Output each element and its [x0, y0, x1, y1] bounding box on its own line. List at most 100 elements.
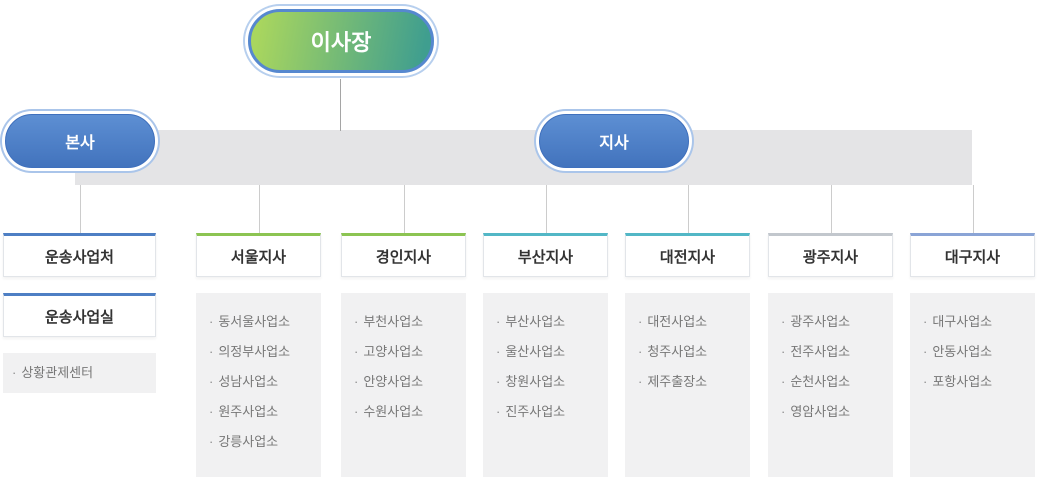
bullet-icon: ·: [209, 314, 214, 329]
bullet-icon: ·: [354, 404, 359, 419]
bullet-icon: ·: [12, 365, 17, 380]
office-list: · 동서울사업소 · 의정부사업소 · 성남사업소 ·원주사업소·강릉사업소: [196, 293, 321, 477]
org-column-gyeongin-branch: 경인지사 · 부천사업소 · 고양사업소 · 안양사업소 · 수원사업소: [341, 233, 466, 477]
bullet-icon: ·: [496, 344, 501, 359]
office-item: ·울산사업소: [496, 337, 604, 367]
office-list: · 부천사업소 · 고양사업소 · 안양사업소 · 수원사업소: [341, 293, 466, 477]
org-column-daejeon-branch: 대전지사 · 대전사업소 · 청주사업소 · 제주출장소: [625, 233, 750, 477]
department-header: 운송사업실: [3, 293, 156, 337]
root-connector-line: [340, 79, 341, 131]
office-item: · 상황관제센터: [12, 359, 152, 387]
bullet-icon: ·: [354, 314, 359, 329]
office-item: · 순천사업소: [781, 367, 889, 397]
office-item: · 진주사업소: [496, 397, 604, 427]
org-column-seoul-branch: 서울지사 · 동서울사업소 · 의정부사업소 · 성남사업소 ·원주사업소·강릉사업소: [196, 233, 321, 477]
branches-node: 지사: [539, 114, 689, 168]
org-column-busan-branch: 부산지사·부산사업소·울산사업소·창원사업소·진주사업소: [483, 233, 608, 477]
office-item-label: 전주사업소: [790, 344, 851, 359]
bullet-icon: ·: [923, 344, 928, 359]
org-column-daegu-branch: 대구지사·대구사업소·안동사업소·포항사업소: [910, 233, 1035, 477]
department-header: 부산지사: [483, 233, 608, 277]
bullet-icon: ·: [781, 314, 786, 329]
office-item-label: 의정부사업소: [218, 344, 291, 359]
office-item: ·강릉사업소: [209, 427, 317, 457]
office-item: ·원주사업소: [209, 397, 317, 427]
office-item-label: 영암사업소: [790, 404, 851, 419]
office-item: · 부산사업소: [496, 307, 604, 337]
bullet-icon: ·: [209, 404, 214, 419]
department-header: 경인지사: [341, 233, 466, 277]
office-item: ·전주사업소: [781, 337, 889, 367]
office-item-label: 부산사업소: [505, 314, 566, 329]
branches-label: 지사: [599, 135, 629, 152]
head-office-label: 본사: [65, 135, 95, 152]
office-item-label: 부천사업소: [363, 314, 424, 329]
office-item-label: 성남사업소: [218, 374, 279, 389]
bullet-icon: ·: [638, 374, 643, 389]
office-item: · 대전사업소: [638, 307, 746, 337]
office-item-label: 상황관제센터: [21, 365, 94, 380]
office-item-label: 창원사업소: [505, 374, 566, 389]
office-item: · 청주사업소: [638, 337, 746, 367]
office-item-label: 동서울사업소: [218, 314, 291, 329]
department-header: 광주지사: [768, 233, 893, 277]
department-header: 서울지사: [196, 233, 321, 277]
bullet-icon: ·: [209, 344, 214, 359]
bullet-icon: ·: [781, 374, 786, 389]
office-item: · 대구사업소: [923, 307, 1031, 337]
office-item: · 제주출장소: [638, 367, 746, 397]
office-item-label: 수원사업소: [363, 404, 424, 419]
bullet-icon: ·: [923, 374, 928, 389]
office-item: · 성남사업소: [209, 367, 317, 397]
office-item: · 안동사업소: [923, 337, 1031, 367]
office-item-label: 대전사업소: [647, 314, 708, 329]
connector-line: [688, 185, 689, 233]
bullet-icon: ·: [354, 374, 359, 389]
office-item-label: 고양사업소: [363, 344, 424, 359]
office-item: · 창원사업소: [496, 367, 604, 397]
office-item-label: 광주사업소: [790, 314, 851, 329]
office-item: · 부천사업소: [354, 307, 462, 337]
bullet-icon: ·: [638, 314, 643, 329]
office-list: · 대구사업소 · 안동사업소 ·포항사업소: [910, 293, 1035, 477]
bullet-icon: ·: [496, 374, 501, 389]
office-item-label: 대구사업소: [932, 314, 993, 329]
office-item-label: 순천사업소: [790, 374, 851, 389]
chairman-label: 이사장: [310, 30, 372, 55]
office-item-label: 제주출장소: [647, 374, 708, 389]
head-office-node: 본사: [5, 114, 155, 168]
bullet-icon: ·: [209, 374, 214, 389]
group-band: [75, 130, 972, 185]
chairman-node: 이사장: [248, 9, 434, 73]
connector-line: [973, 185, 974, 233]
office-list: · 대전사업소 · 청주사업소 · 제주출장소: [625, 293, 750, 477]
office-item-label: 청주사업소: [647, 344, 708, 359]
office-item: · 동서울사업소: [209, 307, 317, 337]
office-item-label: 안동사업소: [932, 344, 993, 359]
office-list: · 광주사업소 ·전주사업소 · 순천사업소 · 영암사업소: [768, 293, 893, 477]
office-item: ·포항사업소: [923, 367, 1031, 397]
office-list: ·부산사업소·울산사업소·창원사업소·진주사업소: [483, 293, 608, 477]
bullet-icon: ·: [496, 404, 501, 419]
bullet-icon: ·: [209, 434, 214, 449]
office-item-label: 안양사업소: [363, 374, 424, 389]
bullet-icon: ·: [496, 314, 501, 329]
department-header: 운송사업처: [3, 233, 156, 277]
bullet-icon: ·: [923, 314, 928, 329]
bullet-icon: ·: [638, 344, 643, 359]
bullet-icon: ·: [354, 344, 359, 359]
office-item: · 광주사업소: [781, 307, 889, 337]
connector-line: [831, 185, 832, 233]
connector-line: [80, 185, 81, 233]
connector-line: [404, 185, 405, 233]
department-header: 대전지사: [625, 233, 750, 277]
office-item: · 고양사업소: [354, 337, 462, 367]
office-item-label: 진주사업소: [505, 404, 566, 419]
bullet-icon: ·: [781, 404, 786, 419]
connector-line: [546, 185, 547, 233]
office-item: · 안양사업소: [354, 367, 462, 397]
org-column-gwangju-branch: 광주지사 · 광주사업소 ·전주사업소 · 순천사업소 · 영암사업소: [768, 233, 893, 477]
